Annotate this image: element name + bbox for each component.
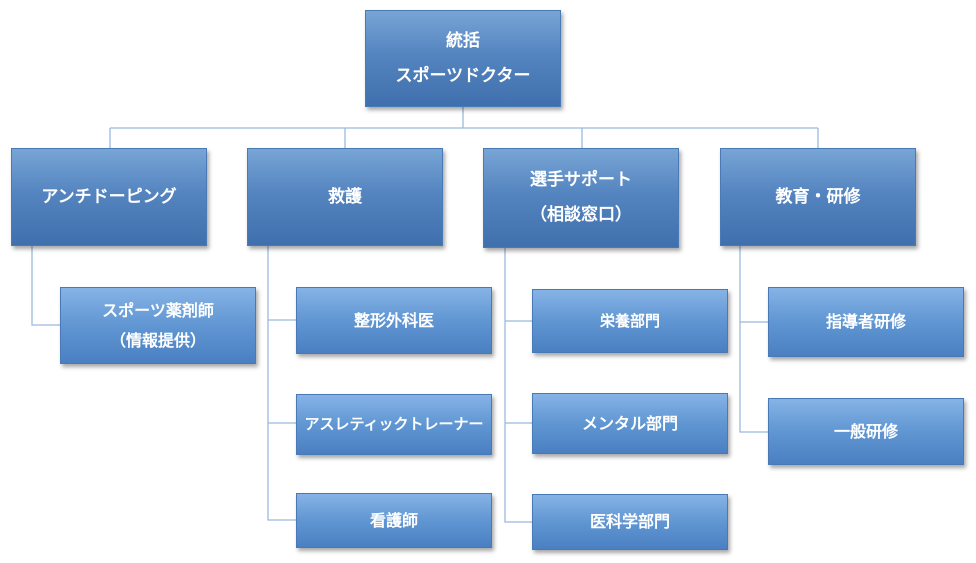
medical-science-dept-node: 医科学部門	[532, 494, 728, 550]
mental-dept-node: メンタル部門	[532, 393, 728, 454]
general-training-node: 一般研修	[768, 398, 964, 465]
athletic-trainer-label: アスレティックトレーナー	[304, 415, 484, 433]
mental-dept-label: メンタル部門	[581, 413, 678, 433]
orthopedic-surgeon-label: 整形外科医	[353, 310, 434, 330]
education-label: 教育・研修	[775, 186, 861, 207]
athlete-support-node: 選手サポート （相談窓口）	[483, 148, 679, 248]
anti-doping-node: アンチドーピング	[11, 148, 207, 246]
nutrition-dept-node: 栄養部門	[532, 289, 728, 353]
sports-pharmacist-line2: （情報提供）	[109, 330, 206, 350]
education-node: 教育・研修	[720, 148, 916, 246]
athletic-trainer-node: アスレティックトレーナー	[296, 394, 492, 455]
rescue-node: 救護	[247, 148, 443, 246]
rescue-label: 救護	[328, 186, 362, 207]
nurse-node: 看護師	[296, 493, 492, 548]
root-node-line2: スポーツドクター	[395, 65, 531, 86]
medical-science-dept-label: 医科学部門	[589, 512, 670, 531]
leader-training-node: 指導者研修	[768, 287, 964, 357]
orthopedic-surgeon-node: 整形外科医	[296, 287, 492, 354]
nutrition-dept-label: 栄養部門	[599, 311, 660, 330]
anti-doping-label: アンチドーピング	[41, 186, 177, 207]
root-node-line1: 統括	[446, 30, 480, 51]
athlete-support-line2: （相談窓口）	[530, 205, 632, 225]
sports-pharmacist-line1: スポーツ薬剤師	[102, 300, 214, 320]
root-node: 統括 スポーツドクター	[365, 10, 561, 107]
nurse-label: 看護師	[369, 510, 418, 530]
sports-pharmacist-node: スポーツ薬剤師 （情報提供）	[60, 287, 256, 364]
athlete-support-line1: 選手サポート	[530, 170, 632, 190]
general-training-label: 一般研修	[833, 421, 898, 441]
leader-training-label: 指導者研修	[825, 312, 906, 331]
